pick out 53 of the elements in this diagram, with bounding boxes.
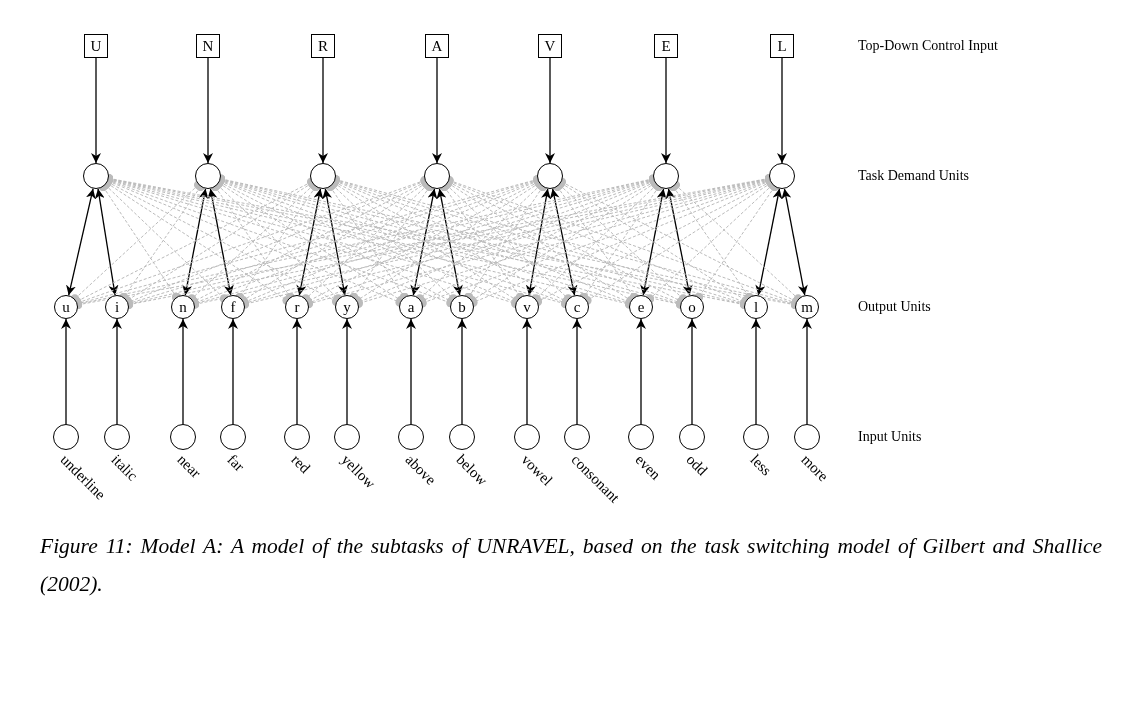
arrow [182,188,209,296]
arrow [112,318,122,425]
arrow [432,57,442,164]
row-label: Output Units [858,300,931,314]
arrow [66,188,96,296]
arrow [755,188,783,296]
arrow [640,188,667,296]
arrow [61,318,71,425]
arrow [94,188,119,296]
input-box: N [196,34,220,58]
arrow [777,57,787,164]
arrow [572,318,582,425]
row-label: Task Demand Units [858,169,969,183]
arrow [406,318,416,425]
input-box: E [654,34,678,58]
input-label: near [174,452,204,481]
arrow [228,318,238,425]
arrow [525,188,551,296]
input-box: L [770,34,794,58]
row-label: Input Units [858,430,922,444]
arrow [207,188,234,296]
input-box: U [84,34,108,58]
input-label: even [632,452,664,483]
arrow [436,188,463,296]
input-label: less [747,452,774,479]
arrow [292,318,302,425]
arrow [318,57,328,164]
arrow [457,318,467,425]
input-label: odd [683,452,710,479]
input-label: far [224,452,247,475]
arrow [178,318,188,425]
input-box: V [538,34,562,58]
arrow [296,188,324,296]
arrow [802,318,812,425]
arrow [636,318,646,425]
figure-caption: Figure 11: Model A: A model of the subtasks of UNRAVEL, based on the task switching model of Gilbert and Shallice (2002). [40,533,1102,598]
arrow [410,188,438,296]
arrow [751,318,761,425]
arrow [203,57,213,164]
arrow [545,57,555,164]
arrow [342,318,352,425]
arrow [687,318,697,425]
arrow [522,318,532,425]
input-box: R [311,34,335,58]
arrow [91,57,101,164]
arrow [661,57,671,164]
arrow [781,188,808,296]
input-box: A [425,34,449,58]
arrow [549,188,578,296]
row-label: Top-Down Control Input [858,39,998,53]
arrow [665,188,693,296]
input-label: red [288,452,313,477]
arrow [322,188,348,296]
